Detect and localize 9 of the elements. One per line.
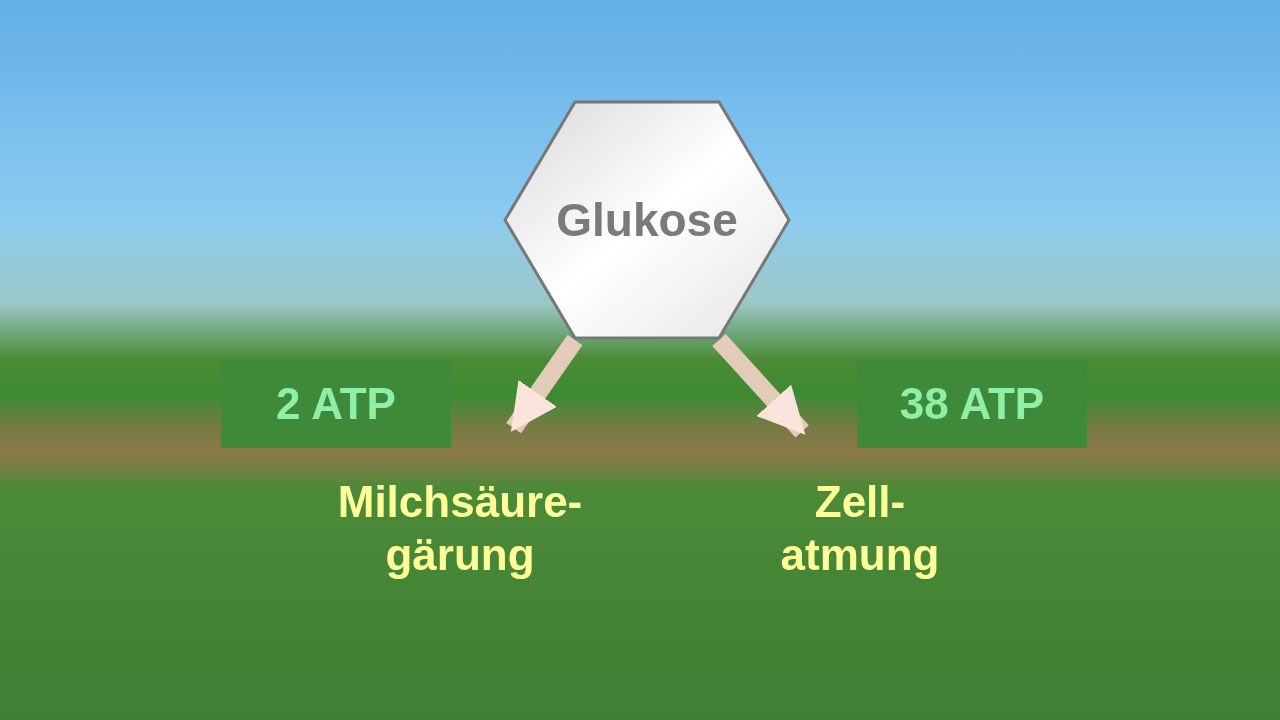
atp-box: [221, 360, 451, 448]
arrow: [712, 333, 809, 438]
node-label: Glukose: [556, 193, 738, 247]
atp-label: 2 ATP: [276, 379, 396, 429]
arrow: [506, 334, 583, 434]
process-label: Zell- atmung: [779, 476, 941, 581]
process-label: Milchsäure- gärung: [336, 476, 584, 581]
atp-box: [857, 360, 1087, 448]
atp-label: 38 ATP: [899, 379, 1045, 429]
